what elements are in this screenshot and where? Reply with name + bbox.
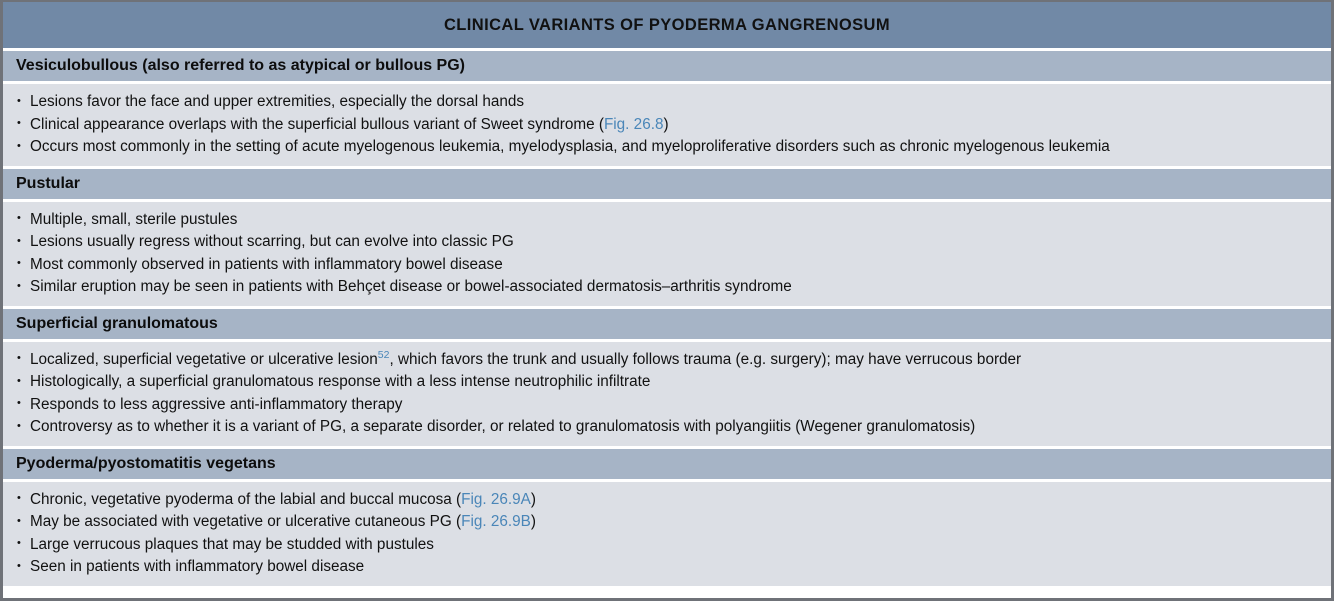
bullet-item: Controversy as to whether it is a varian… [16, 416, 1317, 438]
bullet-item: Histologically, a superficial granulomat… [16, 371, 1317, 393]
bullet-item: Seen in patients with inflammatory bowel… [16, 556, 1317, 578]
bullet-item: Multiple, small, sterile pustules [16, 208, 1317, 231]
bullet-item: Clinical appearance overlaps with the su… [16, 113, 1317, 136]
section-heading: Superficial granulomatous [3, 308, 1331, 339]
section-heading: Pustular [3, 168, 1331, 199]
band-divider [3, 305, 1331, 309]
bullet-item: Localized, superficial vegetative or ulc… [16, 348, 1317, 371]
bullet-item: Occurs most commonly in the setting of a… [16, 136, 1317, 158]
band-divider [3, 478, 1331, 482]
figure-reference-link[interactable]: Fig. 26.9B [461, 513, 531, 530]
section-body: Multiple, small, sterile pustulesLesions… [3, 201, 1331, 306]
band-divider [3, 445, 1331, 449]
section-body: Lesions favor the face and upper extremi… [3, 84, 1331, 166]
band-divider [3, 338, 1331, 342]
section-heading: Pyoderma/pyostomatitis vegetans [3, 448, 1331, 479]
band-divider [3, 81, 1331, 84]
bullet-item: Lesions usually regress without scarring… [16, 231, 1317, 253]
band-divider [3, 198, 1331, 202]
section-body: Localized, superficial vegetative or ulc… [3, 341, 1331, 446]
table-sections: Vesiculobullous (also referred to as aty… [3, 51, 1331, 586]
citation-reference[interactable]: 52 [377, 348, 390, 361]
band-divider [3, 165, 1331, 169]
bullet-item: Lesions favor the face and upper extremi… [16, 91, 1317, 113]
figure-reference-link[interactable]: Fig. 26.8 [603, 115, 664, 133]
band-divider [3, 48, 1331, 51]
section-body: Chronic, vegetative pyoderma of the labi… [3, 481, 1331, 586]
bullet-item: Most commonly observed in patients with … [16, 253, 1317, 276]
bullet-item: Large verrucous plaques that may be stud… [16, 533, 1317, 556]
bullet-item: May be associated with vegetative or ulc… [16, 511, 1317, 533]
bullet-item: Similar eruption may be seen in patients… [16, 276, 1317, 298]
table-title: CLINICAL VARIANTS OF PYODERMA GANGRENOSU… [3, 2, 1331, 48]
bullet-item: Responds to less aggressive anti-inflamm… [16, 393, 1317, 416]
figure-reference-link[interactable]: Fig. 26.9A [461, 490, 531, 508]
bullet-item: Chronic, vegetative pyoderma of the labi… [16, 488, 1317, 511]
section-heading: Vesiculobullous (also referred to as aty… [3, 51, 1331, 81]
